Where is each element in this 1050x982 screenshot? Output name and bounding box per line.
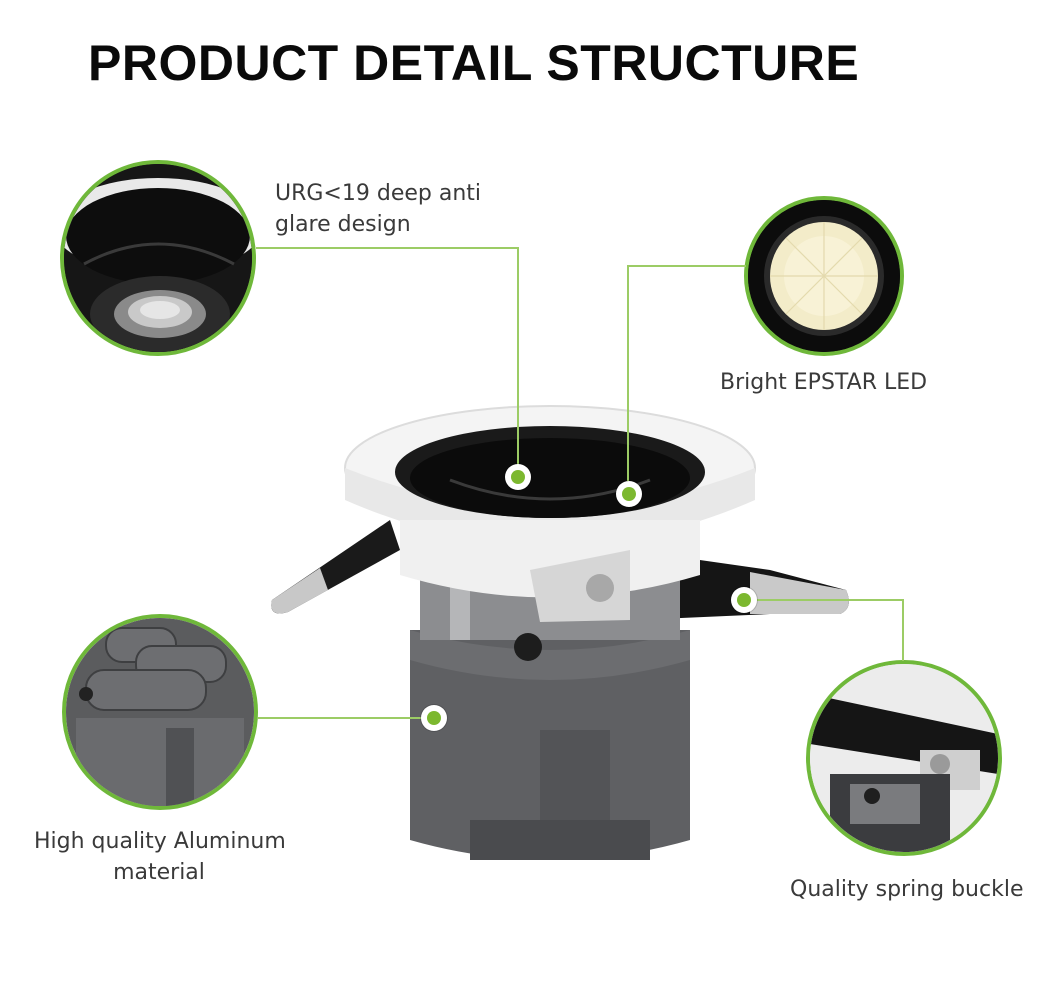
led-connector-line-vertical: [627, 265, 629, 481]
page-title: PRODUCT DETAIL STRUCTURE: [88, 35, 860, 91]
led-chip-detail-image: [744, 196, 904, 356]
spring-marker-dot: [731, 587, 757, 613]
aluminum-marker-dot: [421, 705, 447, 731]
spring-connector-line: [756, 599, 903, 601]
spring-callout: Quality spring buckle: [790, 877, 1024, 902]
anti-glare-callout: URG<19 deep anti glare design: [275, 178, 481, 240]
aluminum-callout-line1: High quality Aluminum: [34, 829, 286, 854]
anti-glare-detail-image: [60, 160, 256, 356]
anti-glare-callout-line2: glare design: [275, 212, 411, 237]
led-callout: Bright EPSTAR LED: [720, 370, 928, 395]
aluminum-heatsink-detail-image: [62, 614, 258, 810]
led-connector-line: [628, 265, 746, 267]
glare-connector-line: [256, 247, 518, 249]
glare-marker-dot: [505, 464, 531, 490]
glare-connector-line-vertical: [517, 247, 519, 469]
led-marker-dot: [616, 481, 642, 507]
aluminum-callout: High quality Aluminum material: [34, 826, 286, 888]
aluminum-callout-line2: material: [113, 860, 205, 885]
spring-connector-line-vertical: [902, 599, 904, 661]
spring-buckle-detail-image: [806, 660, 1002, 856]
anti-glare-callout-line1: URG<19 deep anti: [275, 181, 482, 206]
downlight-product-image: [271, 405, 849, 860]
aluminum-connector-line: [258, 717, 423, 719]
